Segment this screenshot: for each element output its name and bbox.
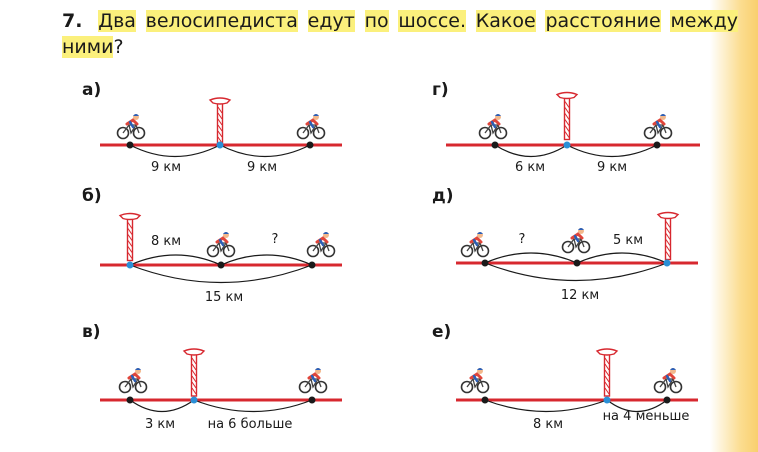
cyclist-icon: [116, 112, 146, 140]
task-word: ними: [62, 36, 114, 58]
task-line-2: ними?: [62, 34, 738, 60]
panel-e-label: е): [432, 322, 452, 342]
panel-d-diagram: ? 5 км 12 км: [456, 211, 698, 303]
road-sign-icon: [556, 91, 578, 141]
road-sign-icon: [209, 97, 231, 145]
point-marker: [308, 261, 316, 269]
cyclist-icon: [478, 112, 508, 140]
distance-label: 9 км: [597, 160, 627, 175]
distance-arc: [566, 144, 658, 158]
task-number: 7.: [62, 10, 83, 32]
panel-g-diagram: 6 км 9 км: [446, 91, 700, 175]
road-sign-icon: [119, 212, 141, 262]
distance-label: ?: [519, 232, 526, 247]
cyclist-icon: [306, 230, 336, 258]
distance-label: ?: [272, 232, 279, 247]
road-sign-icon: [183, 348, 205, 397]
point-marker: [308, 396, 316, 404]
distance-arc: [193, 399, 313, 413]
task-word: по: [364, 10, 389, 32]
panel-e-diagram: 8 км на 4 меньше: [456, 348, 698, 432]
road-sign-icon: [657, 211, 679, 261]
panel-v-diagram: 3 км на 6 больше: [100, 348, 342, 432]
total-arc: [484, 262, 668, 282]
task-question-mark: ?: [113, 36, 124, 58]
point-marker: [216, 141, 224, 149]
point-marker: [663, 396, 671, 404]
task-word: едут: [307, 10, 355, 32]
distance-label: 5 км: [613, 233, 643, 248]
cyclist-icon: [643, 112, 673, 140]
distance-arc: [219, 144, 311, 158]
total-arc: [129, 264, 313, 284]
point-marker: [563, 141, 571, 149]
total-label: 12 км: [561, 288, 599, 303]
distance-arc: [129, 254, 222, 266]
point-marker: [126, 141, 134, 149]
point-marker: [481, 259, 489, 267]
panel-v-label: в): [82, 322, 101, 342]
point-marker: [217, 261, 225, 269]
point-marker: [573, 259, 581, 267]
distance-arc: [220, 254, 313, 266]
distance-label: 8 км: [151, 234, 181, 249]
distance-label: 6 км: [515, 160, 545, 175]
panel-d-label: д): [432, 186, 454, 206]
distance-arc: [606, 399, 668, 412]
total-label: 15 км: [205, 290, 243, 305]
point-marker: [306, 141, 314, 149]
task-word: Какое: [475, 10, 536, 32]
distance-arc: [494, 144, 568, 157]
panel-b-diagram: 8 км ? 15 км: [100, 212, 342, 305]
point-marker: [603, 396, 611, 404]
task-word: расстояние: [545, 10, 661, 32]
road-sign-icon: [596, 348, 618, 397]
distance-label: на 6 больше: [208, 417, 293, 432]
task-word: велосипедиста: [145, 10, 298, 32]
distance-label: на 4 меньше: [603, 409, 690, 424]
point-marker: [126, 261, 134, 269]
panel-b-label: б): [82, 186, 102, 206]
cyclist-icon: [653, 366, 683, 394]
distance-label: 9 км: [247, 160, 277, 175]
cyclist-icon: [460, 366, 490, 394]
distance-label: 3 км: [145, 417, 175, 432]
panel-a-diagram: 9 км 9 км: [100, 97, 342, 175]
distance-arc: [484, 399, 608, 413]
distance-arc: [576, 252, 668, 264]
point-marker: [663, 259, 671, 267]
distance-label: 9 км: [151, 160, 181, 175]
panel-a-label: а): [82, 80, 102, 100]
page-edge-tint: [710, 0, 758, 452]
cyclist-icon: [561, 226, 591, 254]
task-text: 7. Два велосипедиста едут по шоссе. Како…: [62, 8, 738, 60]
task-word: между: [670, 10, 738, 32]
cyclist-icon: [118, 366, 148, 394]
task-word: Два: [98, 10, 136, 32]
cyclist-icon: [460, 230, 490, 258]
point-marker: [491, 141, 499, 149]
point-marker: [481, 396, 489, 404]
cyclist-icon: [296, 112, 326, 140]
distance-label: 8 км: [533, 417, 563, 432]
cyclist-icon: [206, 230, 236, 258]
task-word: шоссе.: [398, 10, 467, 32]
point-marker: [653, 141, 661, 149]
cyclist-icon: [298, 366, 328, 394]
distance-arc: [129, 144, 221, 158]
point-marker: [190, 396, 198, 404]
panel-g-label: г): [432, 80, 449, 100]
point-marker: [126, 396, 134, 404]
distance-arc: [129, 399, 195, 412]
distance-arc: [484, 252, 578, 264]
